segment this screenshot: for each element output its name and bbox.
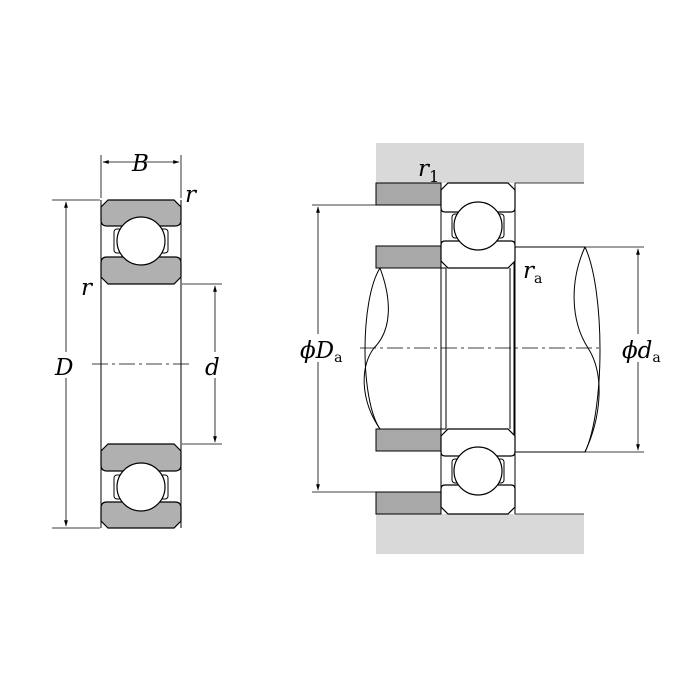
label-r1-sub: 1 [429,167,439,186]
bearing-ball-bottom [453,446,503,496]
lower-ball-section [100,443,182,529]
outer-ring-top [100,199,182,227]
label-r-top: r [185,182,198,208]
bearing-lower [440,428,516,515]
housing-shoulder-top [375,182,442,206]
bearing-upper [440,182,516,269]
ball-top [116,216,166,266]
label-r1: r1 [418,156,439,186]
label-b: B [131,151,149,177]
label-d-outer: D [54,355,73,381]
housing-top [376,143,584,183]
upper-ball-section [100,199,182,285]
inner-ring-bottom [100,443,182,472]
label-r-side: r [81,275,94,301]
label-ra-sub: a [534,271,542,287]
bearing-ball-top [453,201,503,251]
label-phi-da-shaft: ϕda [622,338,661,366]
inner-ring-top [100,256,182,285]
bearing-inner-ring-top [440,240,516,269]
shaft-left [364,267,447,430]
outer-ring-bottom [100,501,182,529]
ball-bottom [116,462,166,512]
housing-shoulder-bottom [375,491,442,515]
housing-bottom [376,514,584,554]
label-ra: ra [523,258,542,287]
bearing-outer-ring-bottom [440,484,516,515]
label-phi-da-shaft-sub: a [652,350,660,366]
shaft-shoulder-bottom [375,428,442,452]
bearing-inner-ring-bottom [440,428,516,457]
shaft-shoulder-top [375,245,442,269]
label-phi-da-housing: ϕDa [300,338,342,366]
mounting-arrangement: r1 ra ϕDa ϕda [298,143,668,554]
label-phi-da-housing-sub: a [334,350,342,366]
bearing-cross-section: B r r D d [52,151,227,529]
bearing-outer-ring-top [440,182,516,213]
label-d-bore: d [205,355,220,381]
